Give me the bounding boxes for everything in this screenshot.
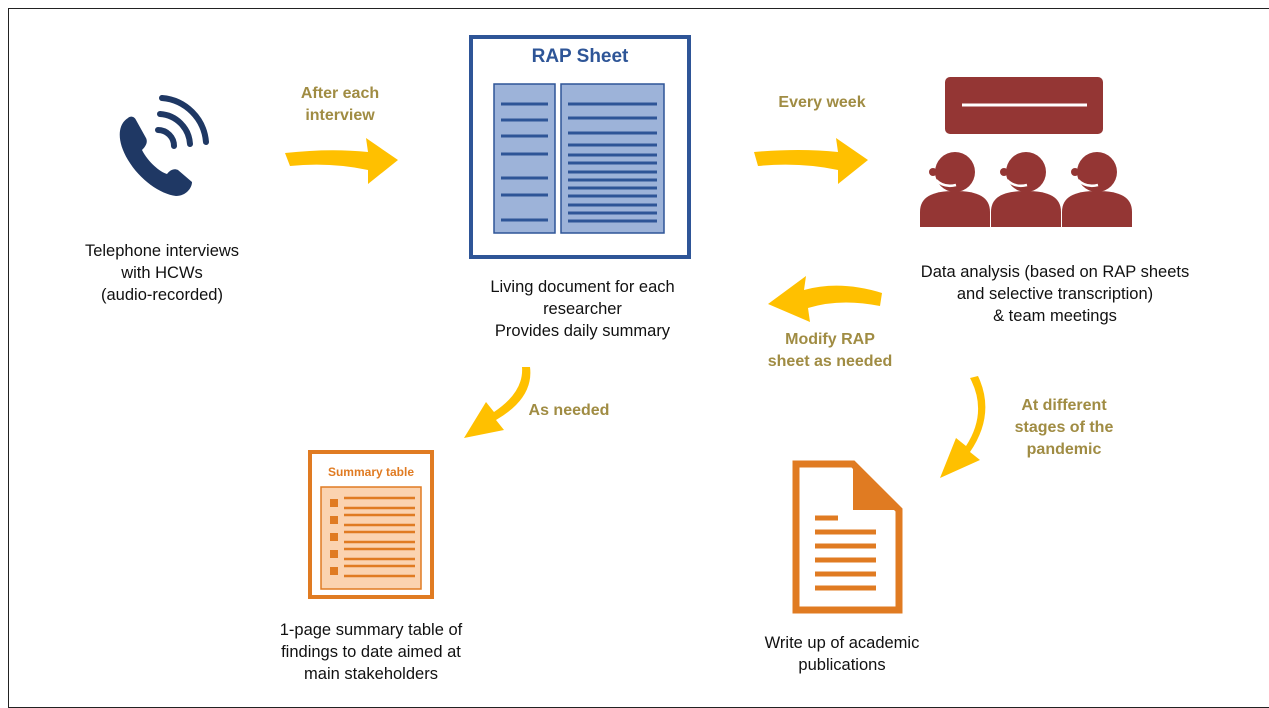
edge-label-line: interview bbox=[305, 107, 375, 124]
caption-line: 1-page summary table of bbox=[279, 621, 463, 639]
arrow-modify-rap bbox=[768, 276, 882, 322]
edge-label-as-needed: As needed bbox=[517, 400, 621, 422]
summary-caption: 1-page summary table of findings to date… bbox=[260, 619, 482, 685]
edge-label-line: sheet as needed bbox=[767, 353, 893, 370]
caption-line: Provides daily summary bbox=[494, 322, 671, 340]
arrow-pandemic-stages bbox=[940, 376, 986, 478]
caption-line: Living document for each bbox=[490, 278, 675, 296]
caption-line: & team meetings bbox=[993, 307, 1117, 325]
summary-table-title: Summary table bbox=[327, 465, 415, 479]
caption-line: Write up of academic bbox=[764, 634, 920, 652]
edge-label-pandemic-stages: At different stages of the pandemic bbox=[1000, 395, 1128, 461]
caption-line: Telephone interviews bbox=[84, 242, 240, 260]
rap-sheet-icon bbox=[469, 35, 691, 259]
edge-label-line: stages of the bbox=[1014, 419, 1114, 436]
caption-line: Data analysis (based on RAP sheets bbox=[920, 263, 1190, 281]
caption-line: researcher bbox=[543, 300, 622, 318]
edge-label-line: Every week bbox=[778, 94, 866, 111]
edge-label-every-week: Every week bbox=[762, 92, 882, 114]
telephone-icon bbox=[119, 95, 209, 196]
team-meeting-icon bbox=[920, 77, 1132, 227]
edge-label-modify-rap: Modify RAP sheet as needed bbox=[755, 329, 905, 373]
edge-label-after-interview: After each interview bbox=[280, 83, 400, 127]
document-icon bbox=[792, 460, 903, 614]
summary-table-icon bbox=[308, 450, 434, 599]
caption-line: (audio-recorded) bbox=[101, 286, 223, 304]
caption-line: and selective transcription) bbox=[956, 285, 1154, 303]
edge-label-line: pandemic bbox=[1026, 441, 1102, 458]
rap-sheet-title: RAP Sheet bbox=[531, 46, 629, 67]
caption-line: with HCWs bbox=[121, 264, 203, 282]
publications-caption: Write up of academic publications bbox=[742, 632, 942, 676]
edge-label-line: At different bbox=[1021, 397, 1107, 414]
arrow-after-interview bbox=[285, 138, 398, 184]
rap-sheet-caption: Living document for each researcher Prov… bbox=[470, 276, 695, 342]
analysis-caption: Data analysis (based on RAP sheets and s… bbox=[905, 261, 1205, 327]
edge-label-line: After each bbox=[300, 85, 380, 102]
edge-label-line: Modify RAP bbox=[785, 331, 875, 348]
arrow-every-week bbox=[754, 138, 868, 184]
arrow-as-needed bbox=[464, 367, 531, 438]
caption-line: findings to date aimed at bbox=[281, 643, 461, 661]
edge-label-line: As needed bbox=[528, 402, 610, 419]
caption-line: publications bbox=[798, 656, 886, 674]
caption-line: main stakeholders bbox=[304, 665, 438, 683]
interviews-caption: Telephone interviews with HCWs (audio-re… bbox=[62, 240, 262, 306]
